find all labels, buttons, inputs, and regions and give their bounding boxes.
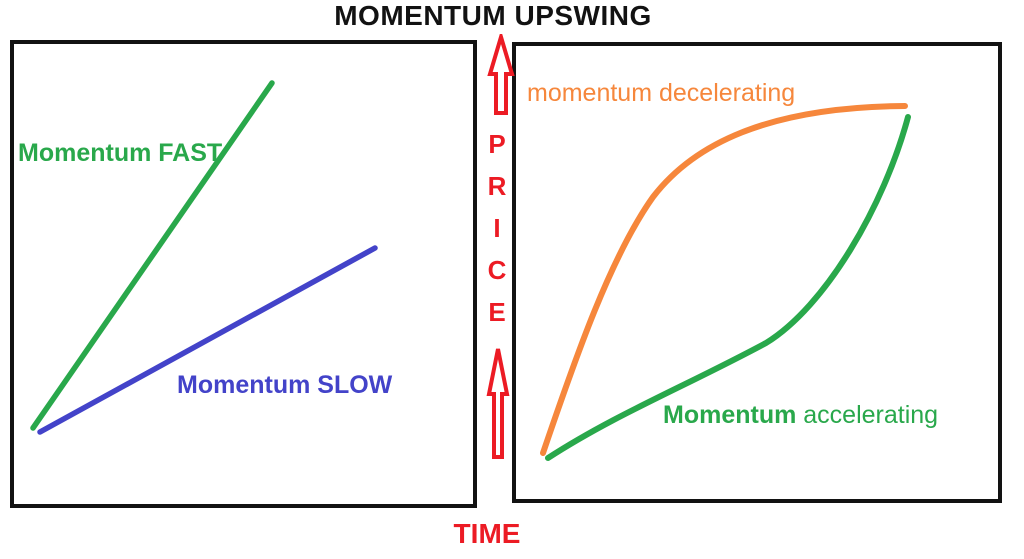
- right-chart-canvas: [540, 103, 911, 461]
- time-axis-label: TIME: [453, 518, 521, 549]
- price-letter: P: [488, 129, 506, 159]
- price-letter: R: [487, 171, 507, 201]
- momentum-slow-line: [37, 245, 378, 435]
- momentum-accelerating-label-bold: Momentum: [663, 401, 797, 429]
- left-chart-panel: Momentum FAST Momentum SLOW: [10, 40, 477, 508]
- price-up-arrow-top-icon: [487, 34, 515, 115]
- momentum-decelerating-curve: [540, 103, 908, 456]
- momentum-decelerating-label: momentum decelerating: [527, 79, 796, 107]
- momentum-accelerating-label: Momentum accelerating: [663, 401, 939, 430]
- momentum-fast-label: Momentum FAST: [18, 139, 223, 167]
- right-chart-panel: momentum decelerating Momentum accelerat…: [512, 42, 1002, 503]
- price-letter: I: [493, 213, 501, 243]
- left-chart-canvas: [30, 80, 378, 435]
- price-letter: E: [488, 297, 506, 327]
- momentum-slow-label: Momentum SLOW: [177, 371, 393, 399]
- price-up-arrow-bottom-icon: [486, 348, 510, 459]
- price-letter: C: [487, 255, 507, 285]
- momentum-accelerating-curve: [545, 114, 911, 461]
- figure-title: MOMENTUM UPSWING: [334, 0, 652, 31]
- momentum-fast-line: [30, 80, 275, 431]
- price-axis-label: P R I C E: [481, 123, 513, 333]
- momentum-accelerating-label-rest: accelerating: [796, 401, 939, 429]
